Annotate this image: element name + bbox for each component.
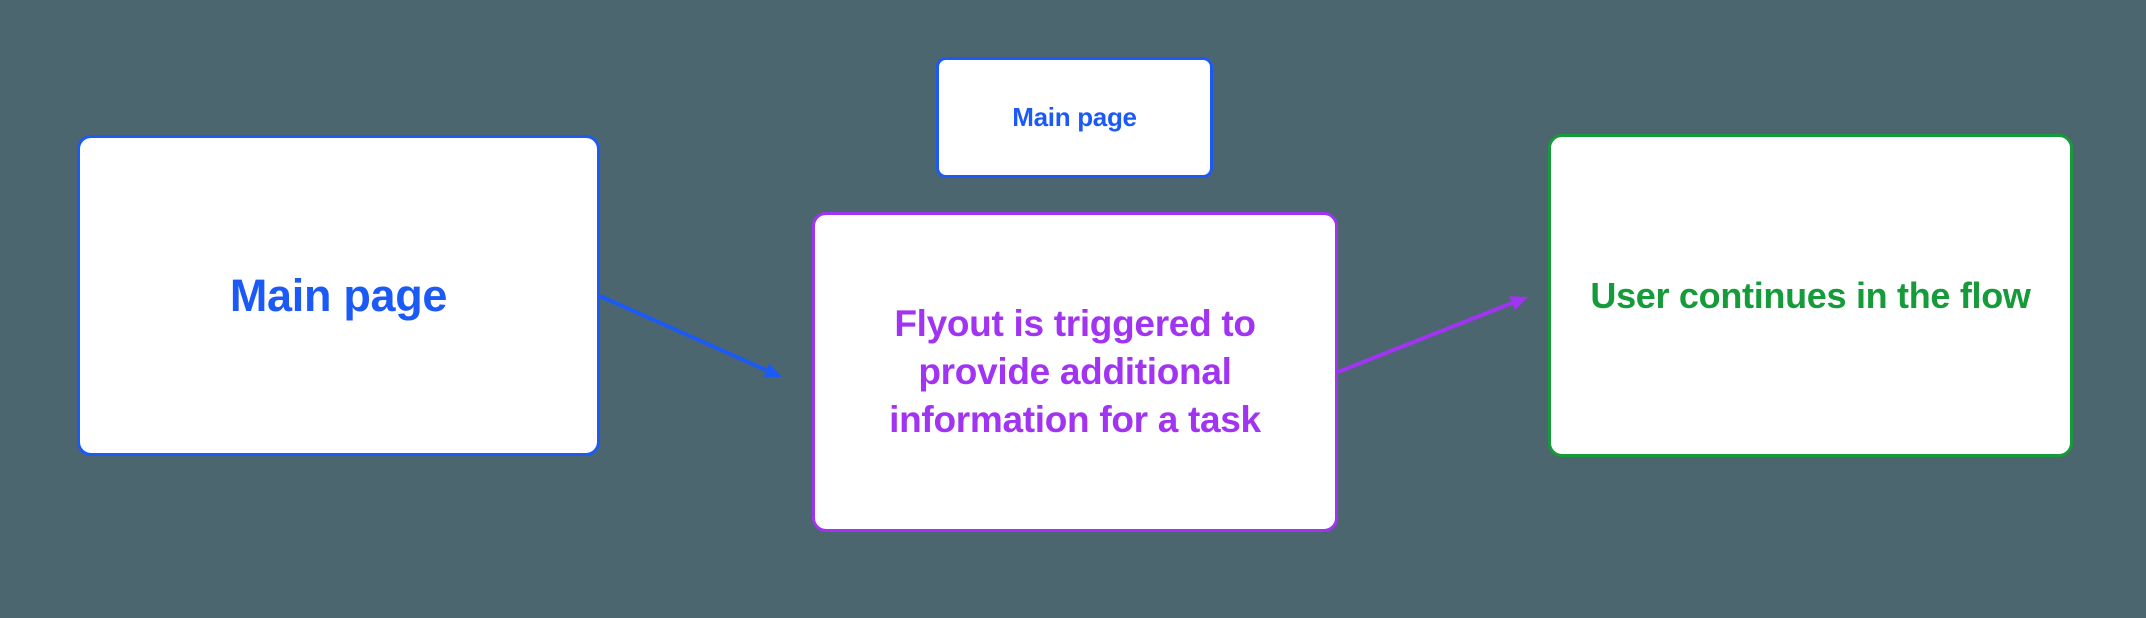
node-flyout[interactable]: Flyout is triggered to provide additiona… [812,212,1338,532]
arrowhead-icon [763,363,782,377]
node-flyout-label-line-3: information for a task [889,399,1261,440]
node-main-page-label: Main page [229,269,448,321]
node-main-page[interactable]: Main page [77,135,600,456]
arrow-flyout-to-continue[interactable] [1337,296,1528,374]
node-continue-flow-label: User continues in the flow [1590,274,2031,316]
arrow-main-to-flyout-line [599,294,767,372]
arrowhead-icon [1509,296,1528,311]
node-flyout-label: Flyout is triggered to provide additiona… [889,300,1261,444]
node-flyout-label-line-1: Flyout is triggered to [894,303,1256,344]
node-main-page-small-label: Main page [1012,102,1137,132]
node-continue-flow[interactable]: User continues in the flow [1548,134,2073,457]
arrow-flyout-to-continue-line [1337,301,1513,374]
node-main-page-small[interactable]: Main page [936,57,1213,178]
node-flyout-label-line-2: provide additional [918,351,1232,392]
arrow-main-to-flyout[interactable] [599,294,782,377]
